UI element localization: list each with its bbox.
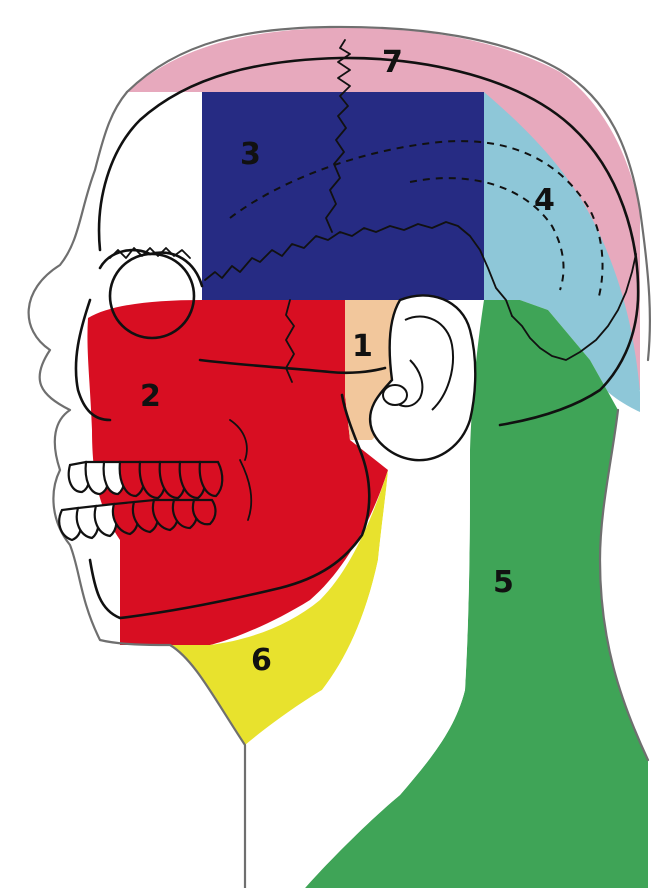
region-7-label: 7 xyxy=(382,45,403,80)
region-6-label: 6 xyxy=(251,643,272,678)
region-4-label: 4 xyxy=(534,183,555,218)
region-1-label: 1 xyxy=(352,329,373,364)
region-5-label: 5 xyxy=(493,565,514,600)
region-3-label: 3 xyxy=(240,137,261,172)
region-2-label: 2 xyxy=(140,379,161,414)
